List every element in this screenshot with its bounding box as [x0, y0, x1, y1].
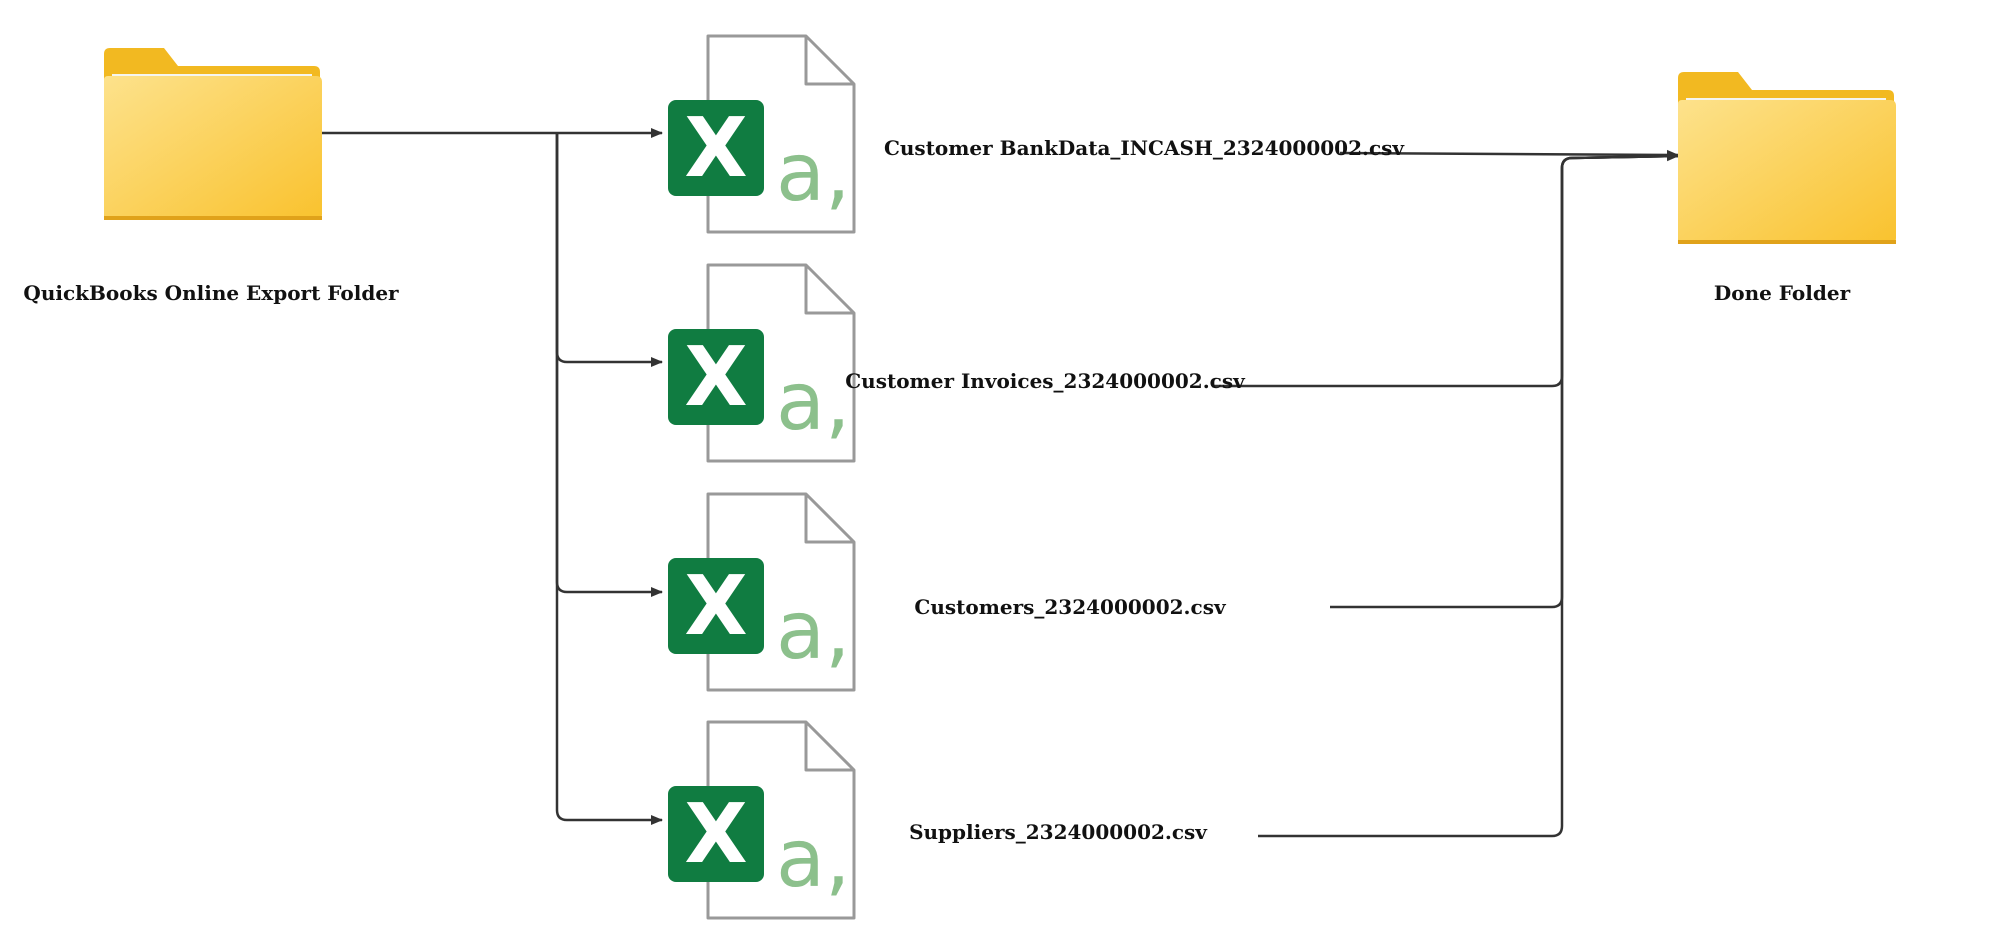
source-folder-label: QuickBooks Online Export Folder [23, 281, 399, 305]
csv-glyph: a, [776, 812, 850, 905]
excel-letter: X [684, 559, 747, 654]
excel-letter: X [684, 787, 747, 882]
connector-file-2-to-done [1212, 151, 1679, 388]
excel-badge [668, 558, 764, 654]
folder-front [104, 76, 322, 220]
folder-front [1678, 100, 1896, 244]
source-folder-icon [104, 48, 322, 220]
file-label-2: Customer Invoices_2324000002.csv [845, 369, 1245, 393]
connector-source-to-file-2 [555, 133, 663, 367]
done-folder-label: Done Folder [1713, 281, 1851, 305]
csv-glyph: a, [776, 355, 850, 448]
file-label-3: Customers_2324000002.csv [914, 595, 1226, 619]
connector-file-3-to-done [1330, 154, 1679, 609]
done-folder-icon [1678, 72, 1896, 244]
excel-badge [668, 786, 764, 882]
file-label-1: Customer BankData_INCASH_2324000002.csv [883, 136, 1405, 160]
connector-file-4-to-done [1258, 154, 1679, 838]
excel-badge [668, 100, 764, 196]
excel-letter: X [684, 101, 747, 196]
excel-badge [668, 329, 764, 425]
csv-glyph: a, [776, 584, 850, 677]
connectors [322, 128, 1679, 838]
csv-glyph: a, [776, 126, 850, 219]
file-label-4: Suppliers_2324000002.csv [909, 820, 1207, 844]
connector-file-1-to-done [1339, 149, 1679, 160]
connector-source-to-file-4 [555, 133, 663, 825]
excel-letter: X [684, 330, 747, 425]
